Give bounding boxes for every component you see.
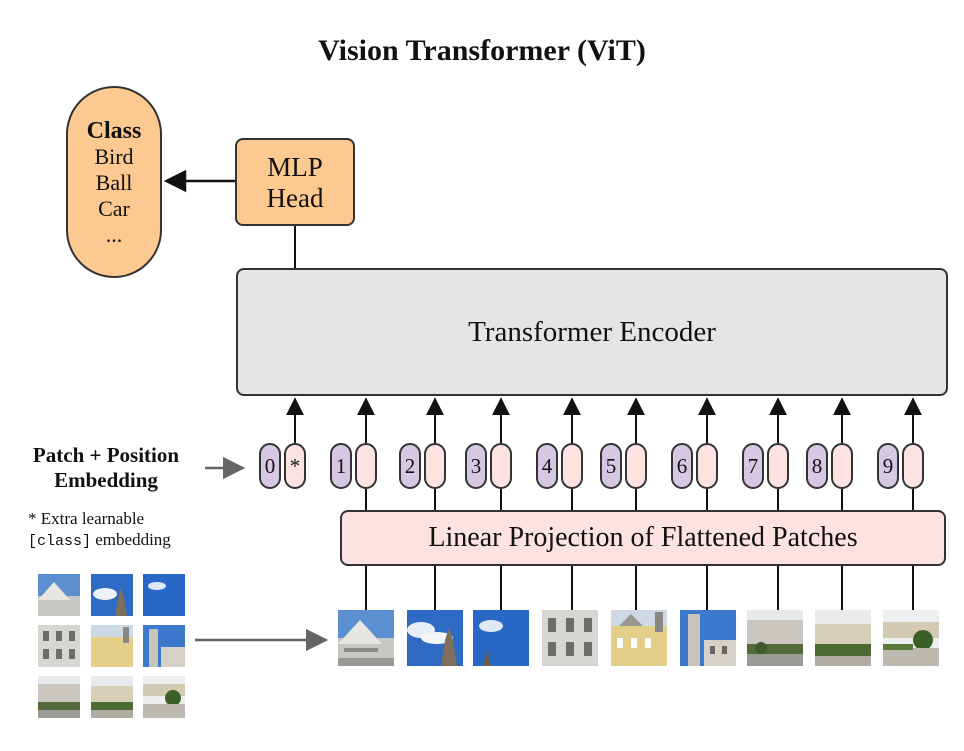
class-output-box: Class Bird Ball Car ... <box>66 86 162 278</box>
grid-tile-3 <box>143 574 185 616</box>
token-position-8: 8 <box>806 443 828 489</box>
patch-to-projection-lines <box>365 566 914 610</box>
patch-position-line1: Patch + Position <box>32 443 180 467</box>
grid-tile-2 <box>91 574 133 616</box>
token-position-4: 4 <box>536 443 558 489</box>
token-to-encoder-arrows <box>286 397 922 443</box>
token-position-0: 0 <box>259 443 281 489</box>
grid-tile-5 <box>91 625 133 667</box>
encoder-label: Transformer Encoder <box>468 315 716 348</box>
token-position-2: 2 <box>399 443 421 489</box>
patch-image-6 <box>680 610 736 666</box>
extra-embedding-note: * Extra learnable [class] embedding <box>28 508 171 552</box>
grid-tile-7 <box>38 676 80 718</box>
note-line1: * Extra learnable <box>28 509 145 528</box>
grid-tile-4 <box>38 625 80 667</box>
patch-image-5 <box>611 610 667 666</box>
diagram-title: Vision Transformer (ViT) <box>318 34 646 67</box>
token-position-7: 7 <box>742 443 764 489</box>
patch-image-1 <box>338 610 394 666</box>
patch-position-line2: Embedding <box>54 468 158 492</box>
patch-image-7 <box>747 610 803 666</box>
patch-image-9 <box>883 610 939 666</box>
patch-image-2 <box>407 610 463 666</box>
token-patch-embedding-5 <box>625 443 647 489</box>
token-position-6: 6 <box>671 443 693 489</box>
token-class-embedding: * <box>284 443 306 489</box>
patch-image-3 <box>473 610 529 666</box>
mlp-head-box: MLP Head <box>235 138 355 226</box>
class-heading: Class <box>86 118 142 144</box>
token-position-1: 1 <box>330 443 352 489</box>
grid-tile-6 <box>143 625 185 667</box>
class-item-car: Car <box>98 196 130 221</box>
mlp-head-line1: MLP <box>267 152 323 182</box>
token-patch-embedding-3 <box>490 443 512 489</box>
token-position-5: 5 <box>600 443 622 489</box>
class-item-bird: Bird <box>94 144 134 169</box>
patch-image-4 <box>542 610 598 666</box>
token-patch-embedding-1 <box>355 443 377 489</box>
projection-to-token-lines <box>365 489 914 510</box>
token-patch-embedding-2 <box>424 443 446 489</box>
grid-tile-8 <box>91 676 133 718</box>
grid-tile-9 <box>143 676 185 718</box>
note-suffix: embedding <box>91 530 171 549</box>
class-code: [class] <box>28 533 92 550</box>
token-patch-embedding-4 <box>561 443 583 489</box>
grid-tile-1 <box>38 574 80 616</box>
token-patch-embedding-7 <box>767 443 789 489</box>
class-item-ball: Ball <box>95 170 133 195</box>
mlp-head-line2: Head <box>266 183 324 213</box>
transformer-encoder-box: Transformer Encoder <box>236 268 948 396</box>
linear-projection-label: Linear Projection of Flattened Patches <box>428 522 858 553</box>
token-patch-embedding-9 <box>902 443 924 489</box>
patch-image-8 <box>815 610 871 666</box>
linear-projection-box: Linear Projection of Flattened Patches <box>340 510 946 566</box>
token-patch-embedding-8 <box>831 443 853 489</box>
token-patch-embedding-6 <box>696 443 718 489</box>
note-line2: [class] embedding <box>28 529 171 552</box>
patch-position-label: Patch + Position Embedding <box>10 443 202 493</box>
class-item-ellipsis: ... <box>105 222 123 247</box>
token-position-9: 9 <box>877 443 899 489</box>
token-position-3: 3 <box>465 443 487 489</box>
